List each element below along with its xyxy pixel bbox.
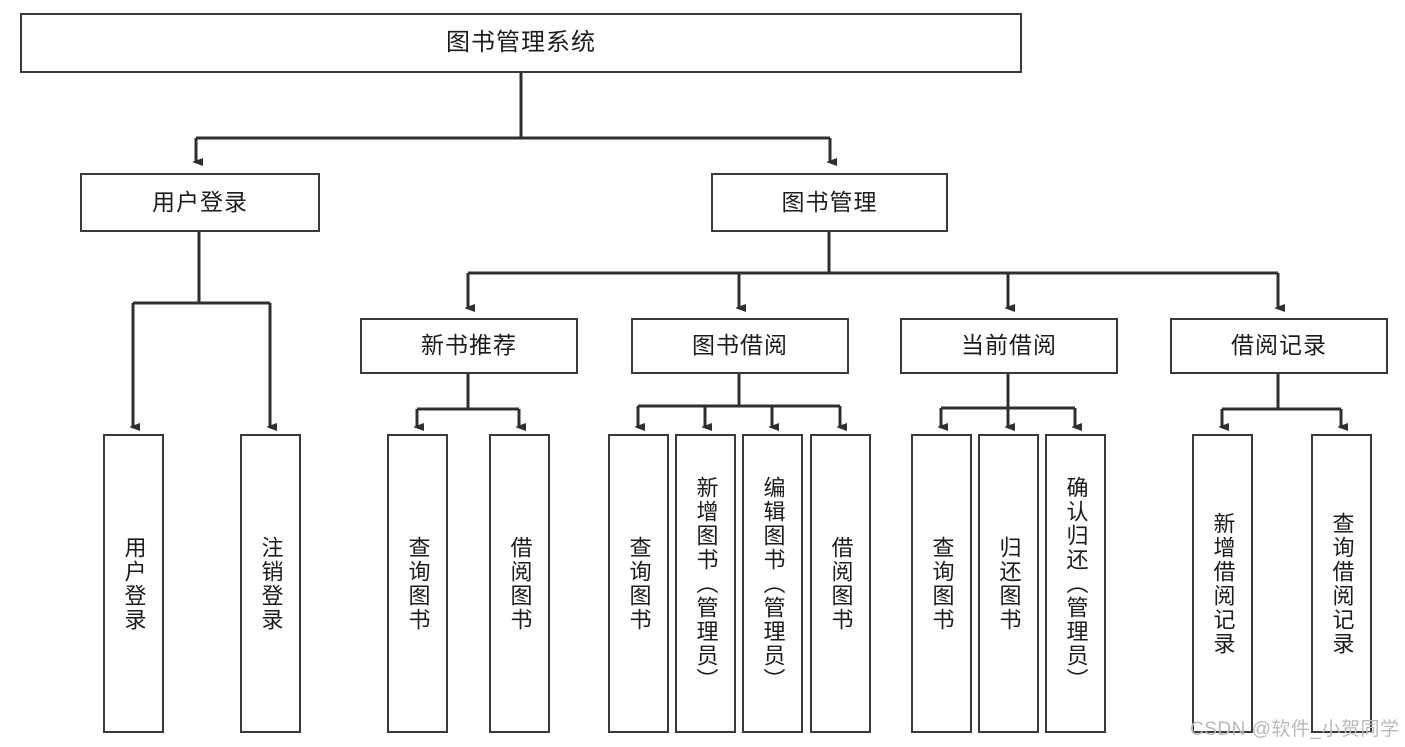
leaf-query-book-current[interactable]: 查询图书 bbox=[911, 434, 972, 733]
node-book-management[interactable]: 图书管理 bbox=[711, 173, 948, 232]
leaf-borrow-book[interactable]: 借阅图书 bbox=[810, 434, 871, 733]
leaf-edit-book-admin[interactable]: 编辑图书（管理员） bbox=[742, 434, 803, 733]
leaf-label: 用户登录 bbox=[121, 535, 147, 632]
leaf-label: 注销登录 bbox=[258, 535, 284, 632]
leaf-label: 归还图书 bbox=[996, 535, 1022, 632]
leaf-logout-login[interactable]: 注销登录 bbox=[240, 434, 301, 733]
leaf-label: 编辑图书（管理员） bbox=[760, 475, 786, 692]
leaf-query-book-borrow[interactable]: 查询图书 bbox=[608, 434, 669, 733]
leaf-label: 查询图书 bbox=[405, 535, 431, 632]
leaf-label: 新增图书（管理员） bbox=[693, 475, 719, 692]
leaf-label: 查询图书 bbox=[626, 535, 652, 632]
csdn-watermark: CSDN @软件_小贺同学 bbox=[1190, 719, 1400, 740]
leaf-label: 查询图书 bbox=[929, 535, 955, 632]
leaf-label: 借阅图书 bbox=[828, 535, 854, 632]
node-new-book-recommend[interactable]: 新书推荐 bbox=[360, 318, 578, 374]
leaf-user-login[interactable]: 用户登录 bbox=[103, 434, 164, 733]
leaf-label: 新增借阅记录 bbox=[1210, 511, 1236, 656]
node-borrow-records[interactable]: 借阅记录 bbox=[1170, 318, 1388, 374]
node-current-borrow[interactable]: 当前借阅 bbox=[900, 318, 1118, 374]
leaf-confirm-return-admin[interactable]: 确认归还（管理员） bbox=[1045, 434, 1106, 733]
leaf-query-borrow-record[interactable]: 查询借阅记录 bbox=[1311, 434, 1372, 733]
node-book-borrow[interactable]: 图书借阅 bbox=[631, 318, 849, 374]
leaf-borrow-book-recommend[interactable]: 借阅图书 bbox=[489, 434, 550, 733]
leaf-query-book-recommend[interactable]: 查询图书 bbox=[387, 434, 448, 733]
leaf-return-book[interactable]: 归还图书 bbox=[978, 434, 1039, 733]
leaf-add-book-admin[interactable]: 新增图书（管理员） bbox=[675, 434, 736, 733]
leaf-label: 借阅图书 bbox=[507, 535, 533, 632]
node-root-system[interactable]: 图书管理系统 bbox=[20, 13, 1022, 73]
leaf-add-borrow-record[interactable]: 新增借阅记录 bbox=[1192, 434, 1253, 733]
leaf-label: 确认归还（管理员） bbox=[1063, 475, 1089, 692]
node-user-login[interactable]: 用户登录 bbox=[80, 173, 320, 232]
leaf-label: 查询借阅记录 bbox=[1329, 511, 1355, 656]
